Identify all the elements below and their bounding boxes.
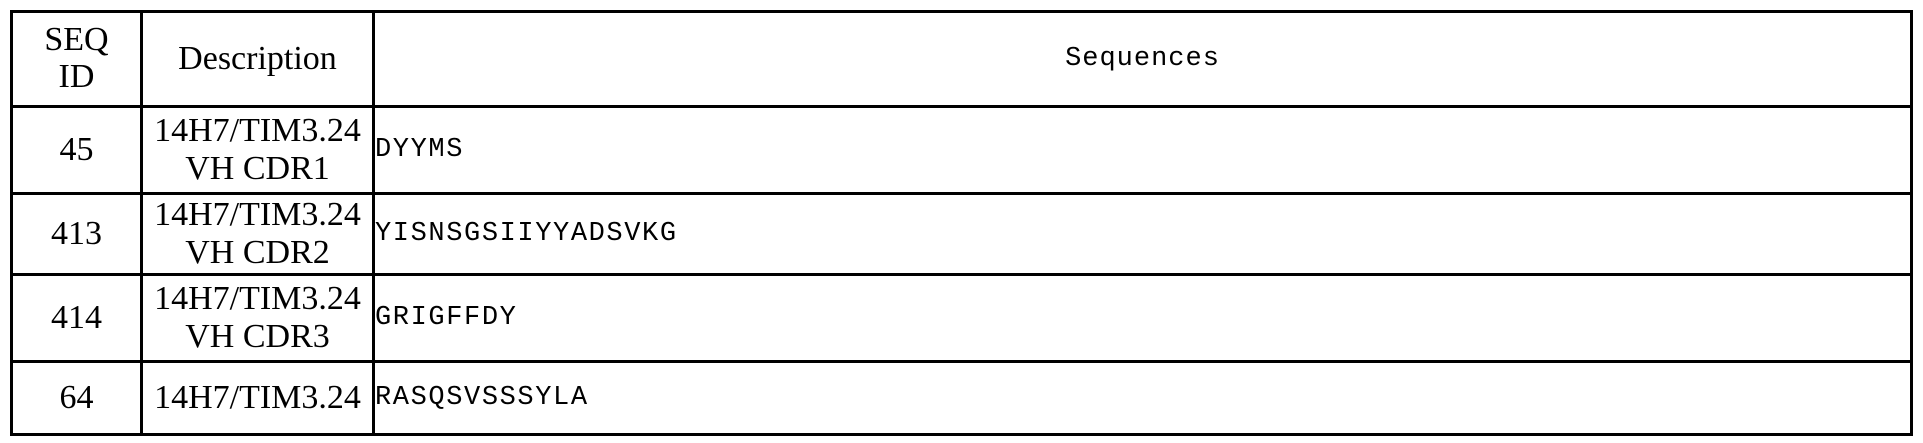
column-header-seq-id-line1: SEQ bbox=[44, 21, 109, 59]
cell-sequence: DYYMS bbox=[372, 105, 1913, 195]
cell-description: 14H7/TIM3.24 bbox=[140, 360, 375, 436]
cell-description-line2: VH CDR3 bbox=[185, 318, 330, 355]
cell-description-line1: 14H7/TIM3.24 bbox=[154, 279, 361, 317]
cell-description-line2: VH CDR2 bbox=[185, 234, 330, 271]
cell-description-line1: 14H7/TIM3.24 bbox=[154, 111, 361, 149]
cell-seq-id: 45 bbox=[10, 105, 143, 195]
cell-seq-id: 64 bbox=[10, 360, 143, 436]
cell-description-line2: VH CDR1 bbox=[185, 150, 330, 187]
cell-description: 14H7/TIM3.24 VH CDR3 bbox=[140, 273, 375, 363]
cell-description: 14H7/TIM3.24 VH CDR1 bbox=[140, 105, 375, 195]
table-header-row: SEQ ID Description Sequences bbox=[10, 10, 1913, 108]
table-row: 64 14H7/TIM3.24 RASQSVSSSYLA bbox=[10, 360, 1913, 436]
table-row: 414 14H7/TIM3.24 VH CDR3 GRIGFFDY bbox=[10, 273, 1913, 363]
column-header-seq-id: SEQ ID bbox=[10, 10, 143, 108]
table-header: SEQ ID Description Sequences bbox=[10, 10, 1913, 108]
sequence-table: SEQ ID Description Sequences 45 14H7/TIM… bbox=[10, 10, 1913, 436]
table-row: 413 14H7/TIM3.24 VH CDR2 YISNSGSIIYYADSV… bbox=[10, 192, 1913, 276]
cell-description-line1: 14H7/TIM3.24 bbox=[154, 378, 361, 416]
table-body: 45 14H7/TIM3.24 VH CDR1 DYYMS 413 14H7/T… bbox=[10, 105, 1913, 436]
column-header-description: Description bbox=[140, 10, 375, 108]
cell-description: 14H7/TIM3.24 VH CDR2 bbox=[140, 192, 375, 276]
column-header-seq-id-line2: ID bbox=[58, 58, 95, 95]
table-row: 45 14H7/TIM3.24 VH CDR1 DYYMS bbox=[10, 105, 1913, 195]
cell-sequence: GRIGFFDY bbox=[372, 273, 1913, 363]
cell-description-line1: 14H7/TIM3.24 bbox=[154, 195, 361, 233]
column-header-sequences: Sequences bbox=[372, 10, 1913, 108]
cell-seq-id: 414 bbox=[10, 273, 143, 363]
cell-sequence: YISNSGSIIYYADSVKG bbox=[372, 192, 1913, 276]
cell-seq-id: 413 bbox=[10, 192, 143, 276]
cell-sequence: RASQSVSSSYLA bbox=[372, 360, 1913, 436]
